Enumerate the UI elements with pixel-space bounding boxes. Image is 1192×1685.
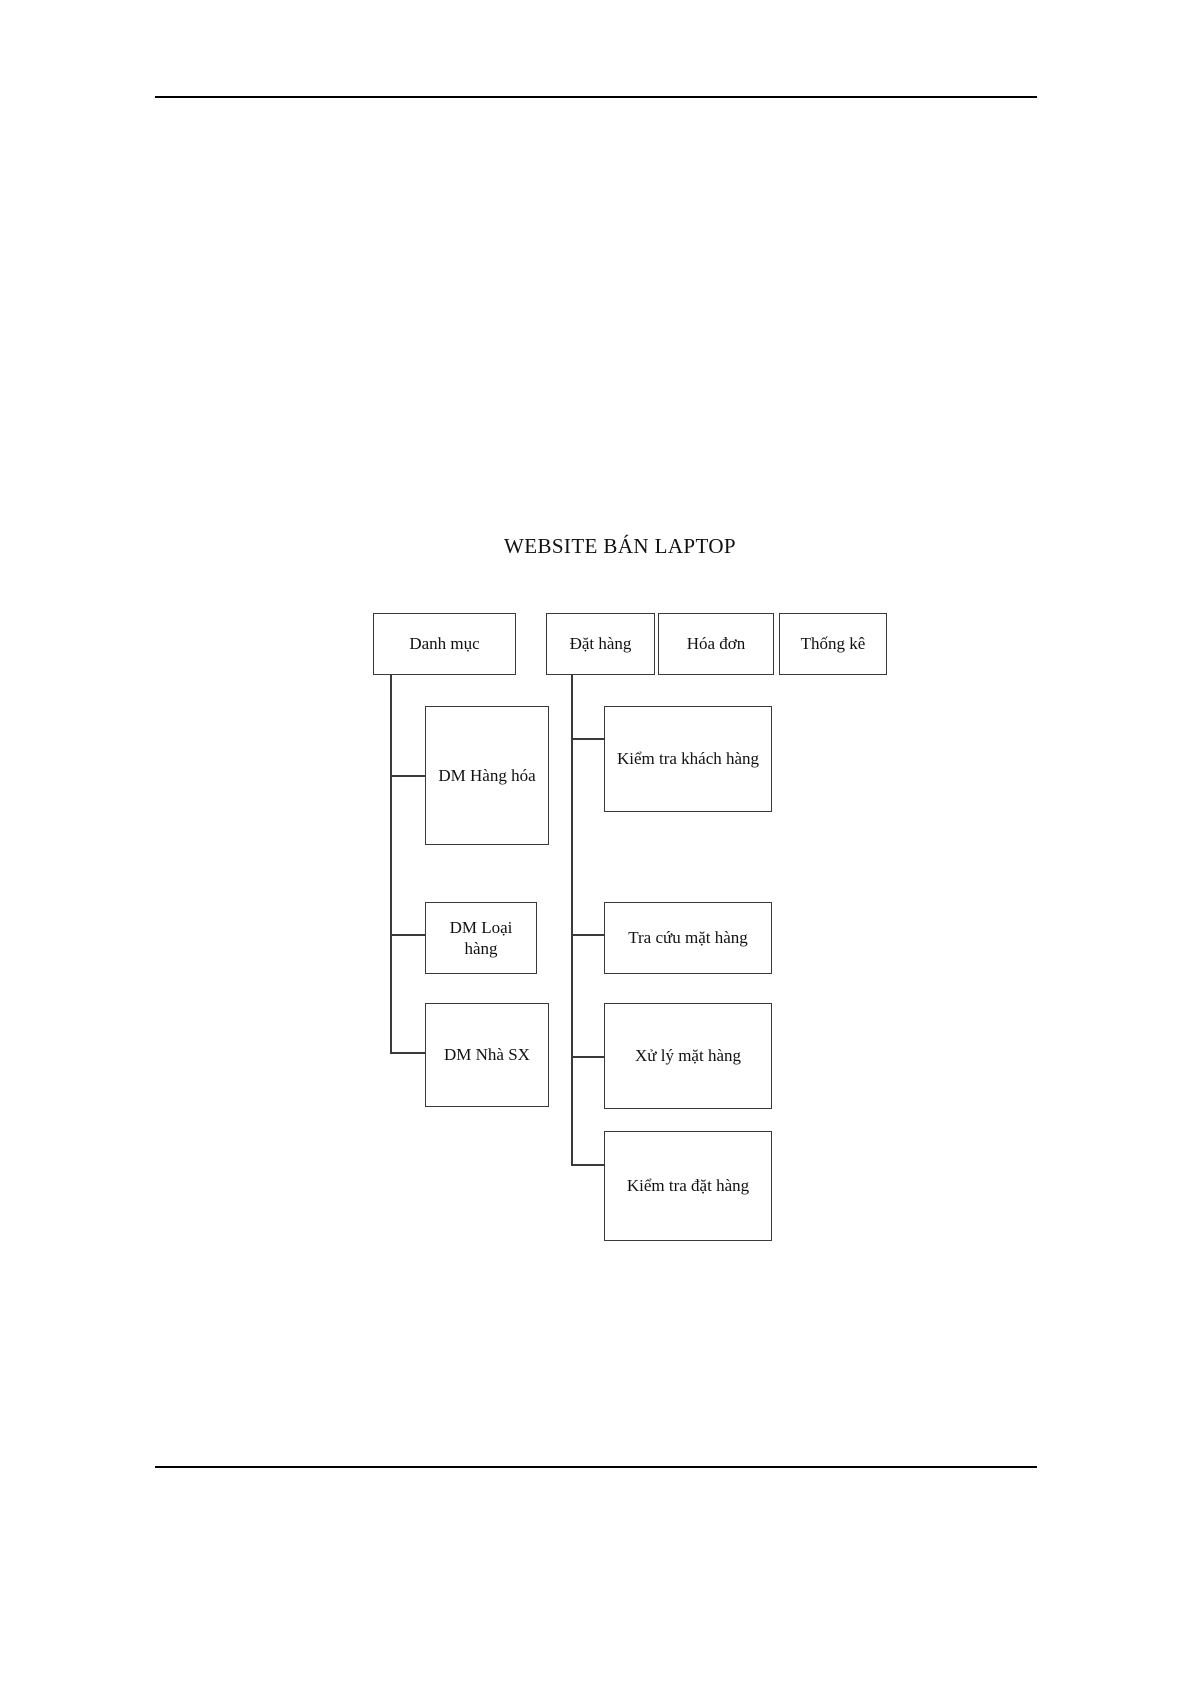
node-kiem-tra-khach-hang[interactable]: Kiểm tra khách hàng xyxy=(604,706,772,812)
footer-rule xyxy=(155,1466,1037,1468)
diagram-title: WEBSITE BÁN LAPTOP xyxy=(0,534,1192,559)
node-danh-muc-label: Danh mục xyxy=(409,634,480,654)
connector-dat-hang-to-kiem-tra-dat-hang xyxy=(571,1164,605,1166)
node-danh-muc[interactable]: Danh mục xyxy=(373,613,516,675)
diagram-title-text: WEBSITE BÁN LAPTOP xyxy=(504,534,736,558)
node-dat-hang-label: Đặt hàng xyxy=(569,634,632,654)
connector-danh-muc-to-dm-loai-hang xyxy=(390,934,426,936)
node-tra-cuu-mat-hang-label: Tra cứu mặt hàng xyxy=(628,928,748,948)
node-kiem-tra-dat-hang-label: Kiểm tra đặt hàng xyxy=(626,1176,750,1196)
node-tra-cuu-mat-hang[interactable]: Tra cứu mặt hàng xyxy=(604,902,772,974)
node-hoa-don[interactable]: Hóa đơn xyxy=(658,613,774,675)
node-hoa-don-label: Hóa đơn xyxy=(686,634,746,654)
node-thong-ke-label: Thống kê xyxy=(800,634,866,654)
node-dm-loai-hang-label: DM Loại hàng xyxy=(449,917,513,958)
node-dm-nha-sx-label: DM Nhà SX xyxy=(444,1045,530,1065)
connector-danh-muc-to-dm-nha-sx xyxy=(390,1052,426,1054)
node-thong-ke[interactable]: Thống kê xyxy=(779,613,887,675)
connector-dat-hang-to-tra-cuu-mat-hang xyxy=(571,934,605,936)
node-dm-loai-hang[interactable]: DM Loại hàng xyxy=(425,902,537,974)
header-rule xyxy=(155,96,1037,98)
connector-danh-muc-trunk xyxy=(390,675,392,1053)
connector-dat-hang-to-xu-ly-mat-hang xyxy=(571,1056,605,1058)
node-dm-hang-hoa-label: DM Hàng hóa xyxy=(438,765,536,785)
node-kiem-tra-dat-hang[interactable]: Kiểm tra đặt hàng xyxy=(604,1131,772,1241)
node-xu-ly-mat-hang[interactable]: Xử lý mặt hàng xyxy=(604,1003,772,1109)
connector-dat-hang-trunk xyxy=(571,675,573,1165)
node-dm-hang-hoa[interactable]: DM Hàng hóa xyxy=(425,706,549,845)
node-xu-ly-mat-hang-label: Xử lý mặt hàng xyxy=(634,1046,741,1066)
connector-dat-hang-to-kiem-tra-khach-hang xyxy=(571,738,605,740)
connector-danh-muc-to-dm-hang-hoa xyxy=(390,775,426,777)
node-dm-nha-sx[interactable]: DM Nhà SX xyxy=(425,1003,549,1107)
node-dat-hang[interactable]: Đặt hàng xyxy=(546,613,655,675)
node-kiem-tra-khach-hang-label: Kiểm tra khách hàng xyxy=(616,749,760,769)
